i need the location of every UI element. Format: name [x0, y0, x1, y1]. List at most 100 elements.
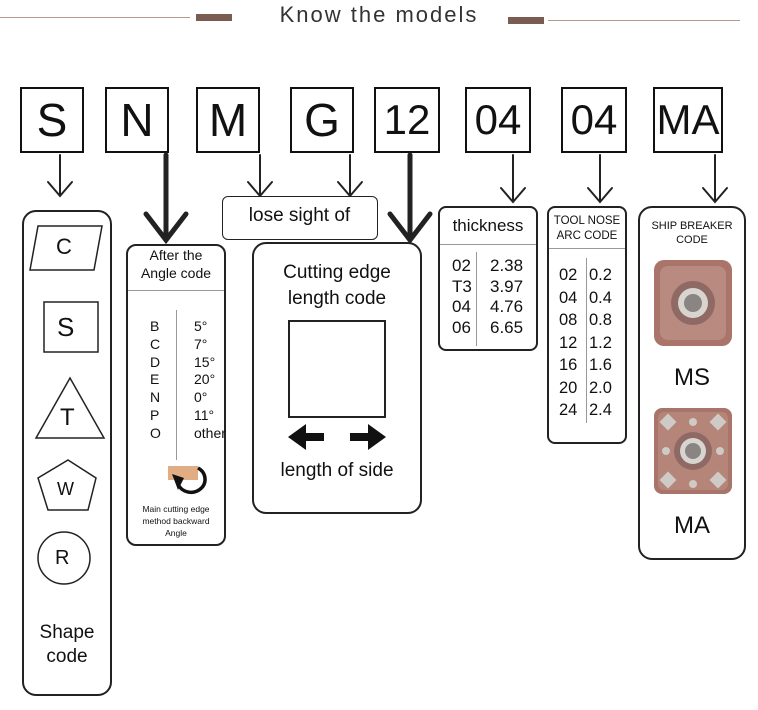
thickness-divider: [440, 244, 536, 245]
shape-code-label-line2: code: [46, 646, 88, 667]
thickness-value: 6.65: [490, 317, 524, 337]
thickness-code: 04: [452, 297, 471, 316]
nose-divider: [549, 248, 625, 249]
shape-t-label: T: [60, 404, 75, 431]
breaker-title-line2: CODE: [676, 234, 708, 246]
header-rule-left: [0, 17, 190, 18]
edge-side-label: length of side: [280, 460, 394, 481]
arrow-tolerance: [247, 154, 273, 198]
shape-code-panel: C S T W R Shape code: [22, 210, 112, 696]
thickness-code: T3: [452, 276, 472, 296]
code-box-type: G: [290, 87, 354, 153]
nose-value: 1.6: [589, 356, 612, 374]
thickness-title: thickness: [452, 216, 524, 235]
angle-code: N: [150, 389, 161, 406]
edge-square: [288, 320, 386, 418]
circle-icon: [37, 531, 91, 585]
angle-title-line2: Angle code: [140, 265, 212, 281]
nose-value: 2.4: [589, 401, 612, 419]
tolerance-panel: lose sight of: [222, 196, 378, 240]
angle-caption-line3: Angle: [165, 528, 187, 538]
breaker-ms-label: MS: [674, 364, 710, 391]
shape-w-label: W: [57, 479, 74, 499]
angle-value: 11°: [194, 406, 215, 423]
table-row: P 11°: [150, 407, 230, 425]
angle-value: 20°: [194, 371, 216, 388]
triangle-icon: [34, 376, 106, 439]
nose-code: 24: [559, 401, 578, 419]
arrow-type: [337, 154, 363, 198]
edge-title-line1: Cutting edge: [283, 262, 391, 283]
angle-title-divider: [128, 290, 224, 291]
nose-code: 12: [559, 333, 578, 352]
nose-code: 20: [559, 378, 578, 397]
code-box-thickness: 04: [465, 87, 531, 153]
insert-ms-icon: [654, 260, 732, 346]
angle-code: P: [150, 406, 160, 423]
angle-value: 0°: [194, 389, 208, 406]
nose-value: 0.2: [589, 266, 612, 284]
arrow-angle: [143, 152, 189, 245]
table-row: N 0°: [150, 389, 230, 407]
code-box-shape: S: [20, 87, 84, 153]
insert-images: [654, 260, 732, 494]
nose-value: 1.2: [589, 333, 612, 352]
angle-column-divider: [176, 310, 177, 460]
thickness-code: 02: [452, 256, 471, 275]
breaker-title-line1: SHIP BREAKER: [651, 220, 733, 232]
table-row: T3 3.97: [452, 277, 542, 298]
shape-r-label: R: [55, 547, 70, 569]
angle-value: 7°: [194, 335, 208, 352]
arrow-shape: [47, 154, 73, 198]
nose-title-line2: ARC CODE: [556, 230, 618, 242]
thickness-column-divider: [476, 252, 477, 346]
breaker-ma-label: MA: [674, 512, 710, 539]
code-box-length: 12: [374, 87, 440, 153]
angle-caption-line1: Main cutting edge: [142, 504, 210, 514]
angle-code: O: [150, 424, 161, 441]
angle-value: 15°: [194, 353, 216, 370]
nose-code: 02: [559, 266, 578, 284]
angle-value: 5°: [194, 318, 208, 334]
arrow-length: [387, 152, 433, 245]
code-box-angle: N: [105, 87, 169, 153]
code-box-nose: 04: [561, 87, 627, 153]
code-box-breaker: MA: [653, 87, 723, 153]
shape-c-label: C: [56, 234, 72, 259]
thickness-value: 3.97: [490, 276, 524, 296]
thickness-value: 4.76: [490, 297, 524, 316]
arrow-thickness: [500, 154, 526, 204]
angle-caption-line2: method backward: [142, 516, 210, 526]
header-accent-right: [508, 17, 544, 24]
angle-value: other: [194, 424, 226, 441]
angle-code: E: [150, 371, 160, 388]
nose-value: 0.4: [589, 288, 612, 307]
header-accent-left: [196, 14, 232, 21]
square-icon: [43, 301, 99, 353]
page-title: Know the models: [279, 2, 479, 27]
thickness-value: 2.38: [490, 256, 524, 275]
arrow-breaker: [702, 154, 728, 204]
shape-s-label: S: [57, 312, 75, 342]
table-row: E 20°: [150, 371, 230, 389]
angle-title-line1: After the: [149, 247, 203, 263]
edge-length-panel: Cutting edge length code length of side: [252, 242, 422, 514]
nose-code: 04: [559, 288, 578, 307]
thickness-code: 06: [452, 317, 471, 337]
